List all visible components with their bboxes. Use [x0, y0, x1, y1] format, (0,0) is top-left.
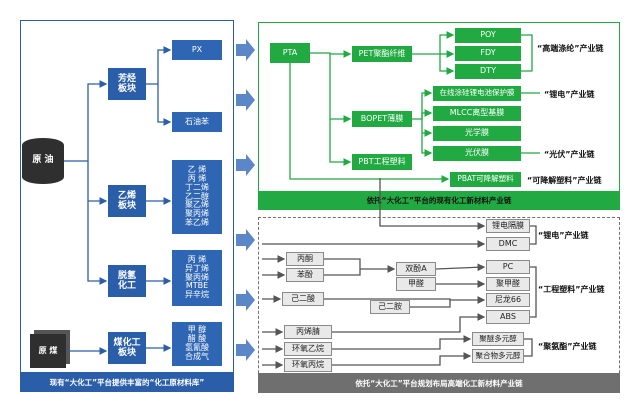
transition-arrow-a4	[236, 229, 255, 251]
products-ethylene: 乙 烯 丙 烯 丁二烯 乙二醇 聚乙烯 聚丙烯 苯乙烯	[172, 160, 222, 234]
transition-arrow-a2	[236, 89, 255, 111]
node-pom: 聚甲醛	[486, 277, 530, 291]
node-ethylene-oxide: 环氧乙烷	[284, 342, 332, 356]
node-hmda: 己二胺	[370, 300, 410, 314]
node-pet: PET聚酯纤维	[352, 46, 412, 62]
products-coal: 甲 醇 醋 酸 氢氰酸 合成气	[172, 322, 222, 366]
block-coal: 煤化工板块	[108, 332, 146, 364]
node-pbat: PBAT可降解塑料	[450, 172, 521, 187]
node-nylon66: 尼龙66	[486, 293, 530, 307]
bottom-right-panel-footer: 依托“大化工”平台规划布局高端化工新材料产业链	[258, 373, 620, 393]
block-aromatics: 芳烃板块	[108, 68, 146, 100]
node-dty: DTY	[455, 64, 521, 79]
chain-label-engineering-plastics: “工程塑料”产业链	[538, 285, 605, 294]
node-fdy: FDY	[455, 46, 521, 61]
raw-coal-node: 原 煤	[30, 334, 66, 368]
node-bopet: BOPET薄膜	[352, 111, 412, 127]
block-ethylene: 乙烯板块	[108, 185, 146, 217]
node-acetone: 丙酮	[286, 252, 324, 266]
node-pv-film: 光伏膜	[433, 146, 521, 161]
node-phenol: 苯酚	[286, 268, 324, 282]
transition-arrow-a1	[236, 39, 255, 61]
left-panel-footer: 现有“大化工”平台提供丰富的“化工原材料库”	[20, 372, 234, 392]
product-benzene: 石油苯	[172, 112, 222, 132]
transition-arrow-a5	[236, 289, 255, 311]
chain-label-pv: “光伏”产业链	[544, 150, 595, 159]
node-acrylonitrile: 丙烯腈	[284, 325, 332, 339]
node-abs: ABS	[486, 310, 530, 324]
chain-label-battery-bottom: “锂电”产业链	[538, 231, 589, 240]
chain-label-polyurethane: “聚氨酯”产业链	[538, 342, 597, 351]
top-right-panel-footer: 依托“大化工”平台的现有化工新材料产业链	[258, 191, 620, 210]
chain-label-degradable: “可降解塑料”产业链	[527, 176, 602, 185]
node-battery-film: 在线涂硅锂电池保护膜	[433, 86, 521, 101]
product-px: PX	[172, 40, 222, 60]
node-formaldehyde: 甲醛	[396, 277, 436, 291]
block-dehydro: 脱氢化工	[108, 265, 146, 297]
node-optical-film: 光学膜	[433, 126, 521, 141]
node-polymer-polyol: 聚合物多元醇	[472, 349, 524, 363]
products-dehydro: 丙 烯 异丁烯 聚丙烯 MTBE 异辛烷	[172, 250, 222, 306]
node-pbt: PBT工程塑料	[352, 154, 412, 170]
chain-label-battery-top: “锂电”产业链	[544, 90, 595, 99]
node-pta: PTA	[270, 43, 310, 63]
node-mlcc: MLCC离型基膜	[433, 106, 521, 121]
crude-oil-node: 原 油	[22, 138, 64, 184]
node-adipic-acid: 己二酸	[282, 292, 324, 306]
node-bpa: 双酚A	[396, 262, 436, 276]
node-pc: PC	[486, 260, 530, 274]
node-poy: POY	[455, 28, 521, 43]
transition-arrow-a6	[236, 339, 255, 361]
chain-label-polyester: “高端涤纶”产业链	[537, 44, 604, 53]
node-dmc: DMC	[486, 237, 530, 251]
node-propylene-oxide: 环氧丙烷	[284, 358, 332, 372]
transition-arrow-a3	[236, 154, 255, 176]
node-polyether-polyol: 聚醚多元醇	[472, 332, 524, 346]
node-separator: 锂电隔膜	[486, 219, 530, 233]
